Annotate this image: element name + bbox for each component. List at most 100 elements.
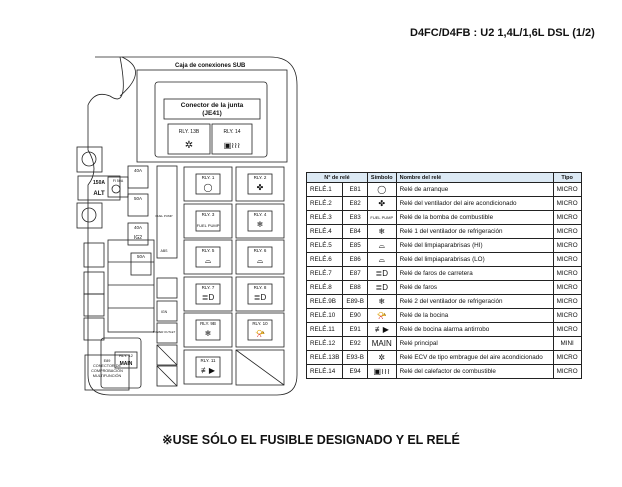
svg-text:CONECTOR DE: CONECTOR DE: [93, 364, 121, 368]
relay-type: MINI: [552, 336, 582, 351]
connector-code: E89-B: [342, 294, 368, 309]
connector-code: E85: [342, 238, 368, 253]
small-fuse-column: FUEL PUMP ABS IGN POWER OUTLET: [153, 165, 178, 387]
relay-symbol-icon: ✲: [366, 350, 397, 365]
sub-box-label: Caja de conexiones SUB: [175, 63, 246, 69]
connector-code: E91: [342, 322, 368, 337]
svg-text:IGN: IGN: [161, 310, 168, 314]
relay-slot: RLY. 8 ≣D: [235, 276, 285, 312]
svg-text:40A: 40A: [134, 168, 142, 173]
relay-symbol-icon: MAIN: [366, 336, 397, 351]
relay-icon: ≣D: [254, 293, 267, 302]
relay-name: Relé del limpiaparabrisas (HI): [395, 238, 554, 253]
relay-symbol-icon: ⌓: [366, 238, 397, 253]
empty-relay-slot: [235, 349, 285, 386]
relay-symbol-icon: ◯: [366, 182, 397, 197]
svg-text:IG2: IG2: [134, 235, 142, 241]
relay-slot: RLY. 10📯: [235, 312, 285, 348]
relay-type: MICRO: [552, 210, 582, 225]
relay-type: MICRO: [552, 182, 582, 197]
fuel-heater-icon: ▣≀≀≀: [224, 141, 241, 150]
main-fuses: 40A 50A 40A IG2 50A: [127, 165, 152, 276]
page-title: D4FC/D4FB : U2 1,4L/1,6L DSL (1/2): [410, 27, 595, 39]
relay-name: Relé de la bomba de combustible: [395, 210, 554, 225]
relay-symbol-icon: ❄: [366, 294, 397, 309]
relay-symbol-icon: 📯: [366, 308, 397, 323]
relay-symbol-icon: ≣D: [366, 266, 397, 281]
connector-housing: [154, 81, 268, 158]
relay-14-label: RLY. 14: [223, 129, 240, 135]
relay-type: MICRO: [552, 364, 582, 379]
relay-type: MICRO: [552, 322, 582, 337]
svg-text:ABS: ABS: [160, 249, 168, 253]
relay-number: RELÉ.4: [305, 224, 344, 239]
cutout: [119, 56, 136, 97]
relay-symbol-icon: ≣D: [366, 280, 397, 295]
relay-number: RELÉ.13B: [305, 350, 344, 365]
relay-type: MICRO: [552, 308, 582, 323]
relay-name: Relé del calefactor de combustible: [395, 364, 554, 379]
relay-icon: ✤: [257, 183, 264, 192]
relay-label: RLY. 9B: [200, 321, 216, 326]
relay-symbol-icon: ⌓: [366, 252, 397, 267]
lower-fuse-block: E89 CONECTOR DE COMPROBACIÓN MULTIFUNCIÓ…: [83, 239, 155, 391]
relay-type: MICRO: [552, 266, 582, 281]
relay-table: N° de relé Símbolo Nombre del relé Tipo …: [305, 172, 582, 379]
footer-warning: ※USE SÓLO EL FUSIBLE DESIGNADO Y EL RELÉ: [162, 433, 460, 447]
relay-type: MICRO: [552, 196, 582, 211]
relay-name: Relé del limpiaparabrisas (LO): [395, 252, 554, 267]
relay-icon: ⌓: [205, 256, 212, 265]
relay-type: MICRO: [552, 252, 582, 267]
relay-label: RLY. 6: [254, 248, 267, 253]
relay-slot: RLY. 6⌓: [235, 239, 285, 275]
connector-code: E84: [342, 224, 368, 239]
header-relay-no: N° de relé: [306, 172, 368, 183]
svg-text:RLY. 12: RLY. 12: [119, 353, 133, 358]
relay-slot: RLY. 11≢▶: [183, 349, 233, 385]
relay-name: Relé principal: [395, 336, 554, 351]
relay-number: RELÉ.10: [305, 308, 344, 323]
relay-14-slot: [211, 123, 253, 155]
relay-type: MICRO: [552, 294, 582, 309]
svg-text:40A: 40A: [134, 225, 142, 230]
relay-label: RLY. 10: [252, 321, 268, 326]
header-symbol: Símbolo: [366, 172, 397, 183]
relay-label: RLY. 8: [254, 285, 267, 290]
svg-text:E89: E89: [104, 359, 111, 363]
relay-number: RELÉ.9B: [305, 294, 344, 309]
relay-slot: RLY. 9B❄: [183, 312, 233, 348]
relay-symbol-icon: ▣≀≀≀: [366, 364, 397, 379]
relay-number: RELÉ.11: [305, 322, 344, 337]
relay-label: RLY. 1: [202, 175, 215, 180]
relay-slot: RLY. 7≣D: [183, 276, 233, 312]
ac-clutch-icon: ✲: [185, 140, 193, 151]
relay-13b-slot: [167, 123, 211, 155]
relay-name: Relé 1 del ventilador de refrigeración: [395, 224, 554, 239]
header-type: Tipo: [552, 172, 582, 183]
relay-type: MICRO: [552, 238, 582, 253]
svg-text:MULTIFUNCIÓN: MULTIFUNCIÓN: [93, 373, 122, 378]
connector-code: E86: [342, 252, 368, 267]
stud-bottom: [76, 202, 103, 229]
relay-number: RELÉ.14: [305, 364, 344, 379]
svg-text:50A: 50A: [137, 254, 145, 259]
relay-name: Relé ECV de tipo embrague del aire acond…: [395, 350, 554, 365]
relay-icon: ≣D: [202, 293, 215, 302]
sub-box: [136, 69, 288, 163]
relay-symbol-icon: ≢▶: [366, 322, 397, 337]
relay-name: Relé de faros: [395, 280, 554, 295]
relay-slot: RLY. 1◯: [183, 166, 233, 202]
relay-number: RELÉ.7: [305, 266, 344, 281]
connector-code: E82: [342, 196, 368, 211]
relay-name: Relé de faros de carretera: [395, 266, 554, 281]
